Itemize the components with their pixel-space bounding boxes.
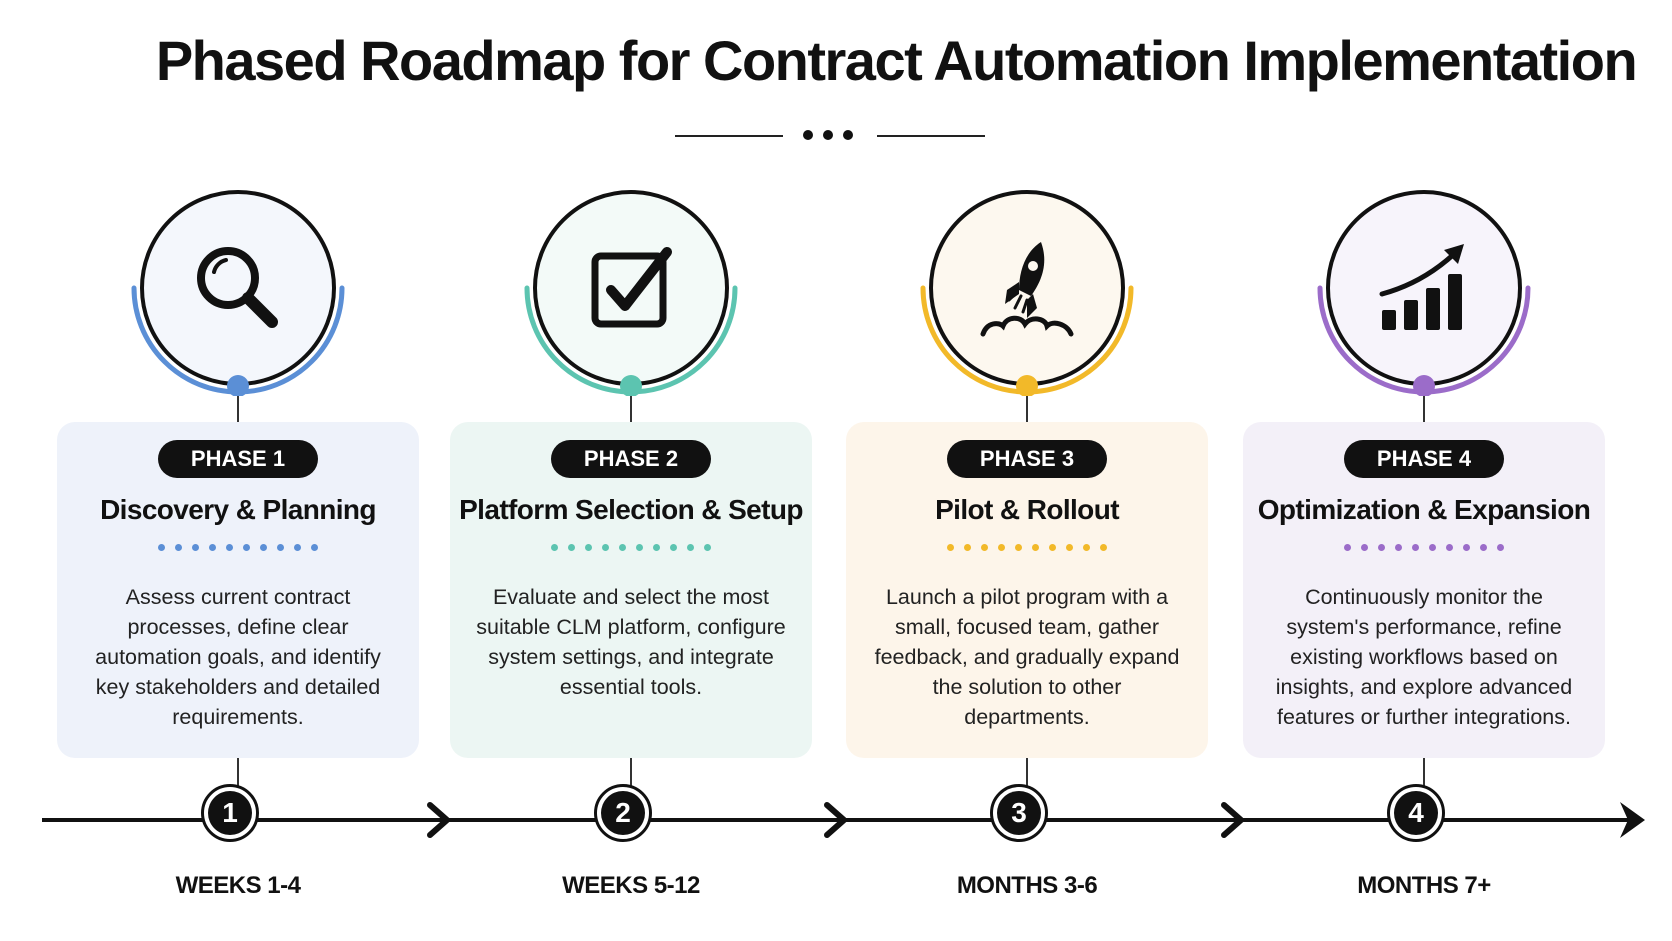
phase-badge: PHASE 2 <box>551 440 711 478</box>
phase-description: Continuously monitor the system's perfor… <box>1275 585 1573 729</box>
connector-line <box>630 758 632 788</box>
phase-2-icon-circle <box>523 180 739 396</box>
title-divider <box>670 126 990 146</box>
divider-dot <box>843 130 853 140</box>
connector-line <box>237 396 239 424</box>
phase-number-marker: 2 <box>594 784 652 842</box>
phase-number-marker: 1 <box>201 784 259 842</box>
phase-1: PHASE 1 Discovery & Planning Assess curr… <box>57 0 419 941</box>
dotted-divider <box>1344 544 1504 552</box>
phase-description: Launch a pilot program with a small, foc… <box>874 585 1180 729</box>
phase-period: WEEKS 5-12 <box>562 872 700 899</box>
connector-line <box>1026 758 1028 788</box>
phase-number-marker: 4 <box>1387 784 1445 842</box>
phase-period: MONTHS 3-6 <box>956 872 1098 899</box>
connector-line <box>237 758 239 788</box>
magnifying-glass-icon <box>197 247 278 328</box>
phase-badge: PHASE 1 <box>158 440 318 478</box>
phase-title: Pilot & Rollout <box>935 494 1119 525</box>
connector-line <box>1026 396 1028 424</box>
checkbox-icon <box>591 247 672 328</box>
phase-1-icon-circle <box>130 180 346 396</box>
phase-number-marker: 3 <box>990 784 1048 842</box>
phase-period: WEEKS 1-4 <box>175 872 301 899</box>
phase-description: Evaluate and select the most suitable CL… <box>476 585 786 699</box>
dotted-divider <box>158 544 318 552</box>
phase-card: PHASE 4 Optimization & Expansion Continu… <box>1243 422 1605 758</box>
phase-2: PHASE 2 Platform Selection & Setup Evalu… <box>450 0 812 941</box>
divider-line-left <box>675 135 783 137</box>
dotted-divider <box>947 544 1107 552</box>
phase-4-icon-circle <box>1316 180 1532 396</box>
phase-3: PHASE 3 Pilot & Rollout Launch a pilot p… <box>846 0 1208 941</box>
phase-number: 2 <box>601 791 645 835</box>
connector-line <box>630 396 632 424</box>
phase-card: PHASE 2 Platform Selection & Setup Evalu… <box>450 422 812 758</box>
phase-badge: PHASE 4 <box>1344 440 1504 478</box>
phase-number: 4 <box>1394 791 1438 835</box>
phase-number: 1 <box>208 791 252 835</box>
phase-card: PHASE 3 Pilot & Rollout Launch a pilot p… <box>846 422 1208 758</box>
phase-period: MONTHS 7+ <box>1357 872 1491 899</box>
phase-badge: PHASE 3 <box>947 440 1107 478</box>
phase-title: Platform Selection & Setup <box>459 494 803 525</box>
phase-4: PHASE 4 Optimization & Expansion Continu… <box>1243 0 1605 941</box>
phase-3-icon-circle <box>919 180 1135 396</box>
phase-description: Assess current contract processes, defin… <box>95 585 381 729</box>
divider-dot <box>803 130 813 140</box>
page-title: Phased Roadmap for Contract Automation I… <box>155 29 1638 92</box>
divider-line-right <box>877 135 985 137</box>
rocket-icon <box>980 242 1074 337</box>
connector-line <box>1423 758 1425 788</box>
phase-title: Discovery & Planning <box>100 494 376 525</box>
phase-title: Optimization & Expansion <box>1257 494 1591 525</box>
growth-chart-icon <box>1379 244 1464 330</box>
phase-number: 3 <box>997 791 1041 835</box>
connector-line <box>1423 396 1425 424</box>
divider-dot <box>823 130 833 140</box>
dotted-divider <box>551 544 711 552</box>
phase-card: PHASE 1 Discovery & Planning Assess curr… <box>57 422 419 758</box>
